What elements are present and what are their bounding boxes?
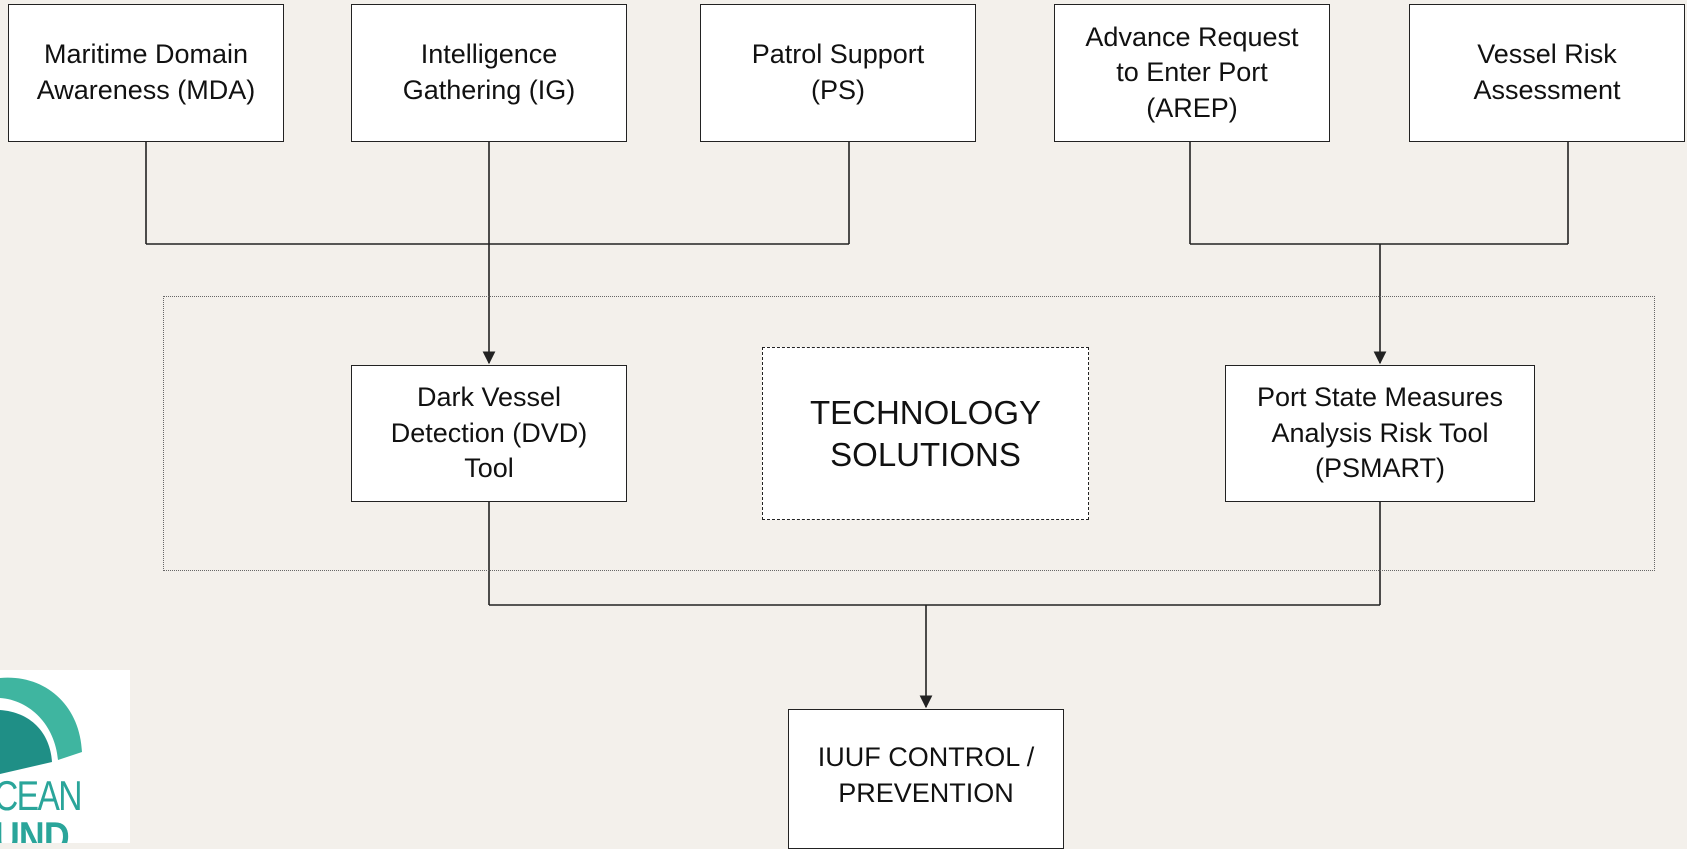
logo-text-line1: CEAN <box>0 772 83 819</box>
node-ig-label: Intelligence Gathering (IG) <box>402 39 576 105</box>
node-iuuf-outcome: IUUF CONTROL / PREVENTION <box>788 709 1064 849</box>
node-mda: Maritime Domain Awareness (MDA) <box>8 4 284 142</box>
node-vra: Vessel Risk Assessment <box>1409 4 1685 142</box>
node-dvd-tool: Dark Vessel Detection (DVD) Tool <box>351 365 627 502</box>
node-vra-label: Vessel Risk Assessment <box>1473 39 1621 105</box>
wave-icon <box>0 677 82 774</box>
node-psmart-label: Port State Measures Analysis Risk Tool (… <box>1256 382 1504 484</box>
node-ig: Intelligence Gathering (IG) <box>351 4 627 142</box>
node-psmart: Port State Measures Analysis Risk Tool (… <box>1225 365 1535 502</box>
technology-solutions-text: TECHNOLOGY SOLUTIONS <box>809 394 1042 473</box>
node-dvd-tool-label: Dark Vessel Detection (DVD) Tool <box>390 382 588 484</box>
technology-solutions-label: TECHNOLOGY SOLUTIONS <box>762 347 1089 520</box>
technology-solutions-group <box>163 296 1655 571</box>
ocean-logo: CEAN UND <box>0 670 130 843</box>
node-arep: Advance Request to Enter Port (AREP) <box>1054 4 1330 142</box>
node-mda-label: Maritime Domain Awareness (MDA) <box>36 39 256 105</box>
logo-text-line2: UND <box>0 813 70 843</box>
node-ps-label: Patrol Support (PS) <box>751 39 925 105</box>
node-ps: Patrol Support (PS) <box>700 4 976 142</box>
node-arep-label: Advance Request to Enter Port (AREP) <box>1085 21 1299 123</box>
node-iuuf-outcome-label: IUUF CONTROL / PREVENTION <box>817 742 1035 808</box>
